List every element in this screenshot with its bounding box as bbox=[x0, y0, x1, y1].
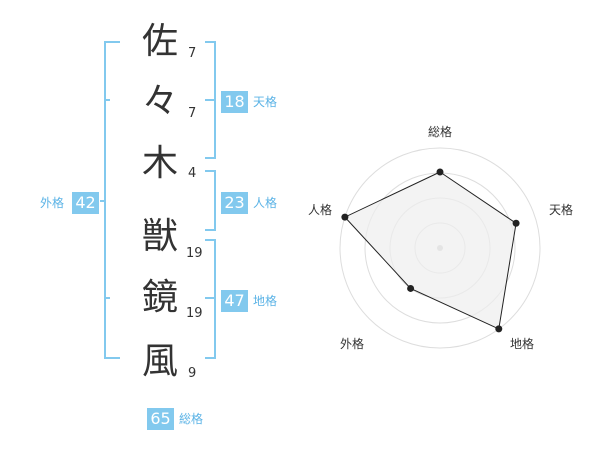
name-char-1: 佐 bbox=[141, 21, 178, 62]
name-char-4: 獣 bbox=[141, 216, 178, 257]
stroke-count-3: 4 bbox=[188, 166, 197, 181]
radar-ring bbox=[339, 147, 541, 349]
tenkaku-label: 天格 bbox=[253, 95, 278, 109]
name-char-6: 風 bbox=[141, 341, 178, 382]
stroke-count-5: 19 bbox=[186, 306, 203, 321]
gaikaku-value: 42 bbox=[72, 192, 99, 214]
stroke-count-4: 19 bbox=[186, 246, 203, 261]
stroke-count-6: 9 bbox=[188, 366, 197, 381]
tenkaku-value: 18 bbox=[221, 91, 248, 113]
chikaku-value: 47 bbox=[221, 290, 248, 312]
radar-label-tenkaku: 天格 bbox=[549, 203, 574, 217]
name-char-2: 々 bbox=[141, 81, 178, 122]
name-char-3: 木 bbox=[141, 143, 178, 184]
name-char-5: 鏡 bbox=[141, 277, 178, 318]
radar-point-3 bbox=[407, 284, 415, 292]
radar-label-jinkaku: 人格 bbox=[308, 203, 333, 217]
radar-polygon bbox=[344, 171, 517, 330]
radar-point-2 bbox=[495, 325, 503, 333]
stroke-count-2: 7 bbox=[188, 106, 197, 121]
radar-point-4 bbox=[341, 213, 349, 221]
chikaku-label: 地格 bbox=[253, 294, 278, 308]
gaikaku-label: 外格 bbox=[40, 196, 65, 210]
radar-label-soukaku: 総格 bbox=[428, 125, 453, 139]
soukaku-label: 総格 bbox=[179, 412, 204, 426]
stroke-count-1: 7 bbox=[188, 46, 197, 61]
jinkaku-label: 人格 bbox=[253, 196, 278, 210]
jinkaku-value: 23 bbox=[221, 192, 248, 214]
soukaku-value: 65 bbox=[147, 408, 174, 430]
radar-point-0 bbox=[436, 168, 444, 176]
radar-label-chikaku: 地格 bbox=[510, 337, 535, 351]
radar-point-1 bbox=[512, 219, 520, 227]
radar-label-gaikaku: 外格 bbox=[340, 337, 365, 351]
